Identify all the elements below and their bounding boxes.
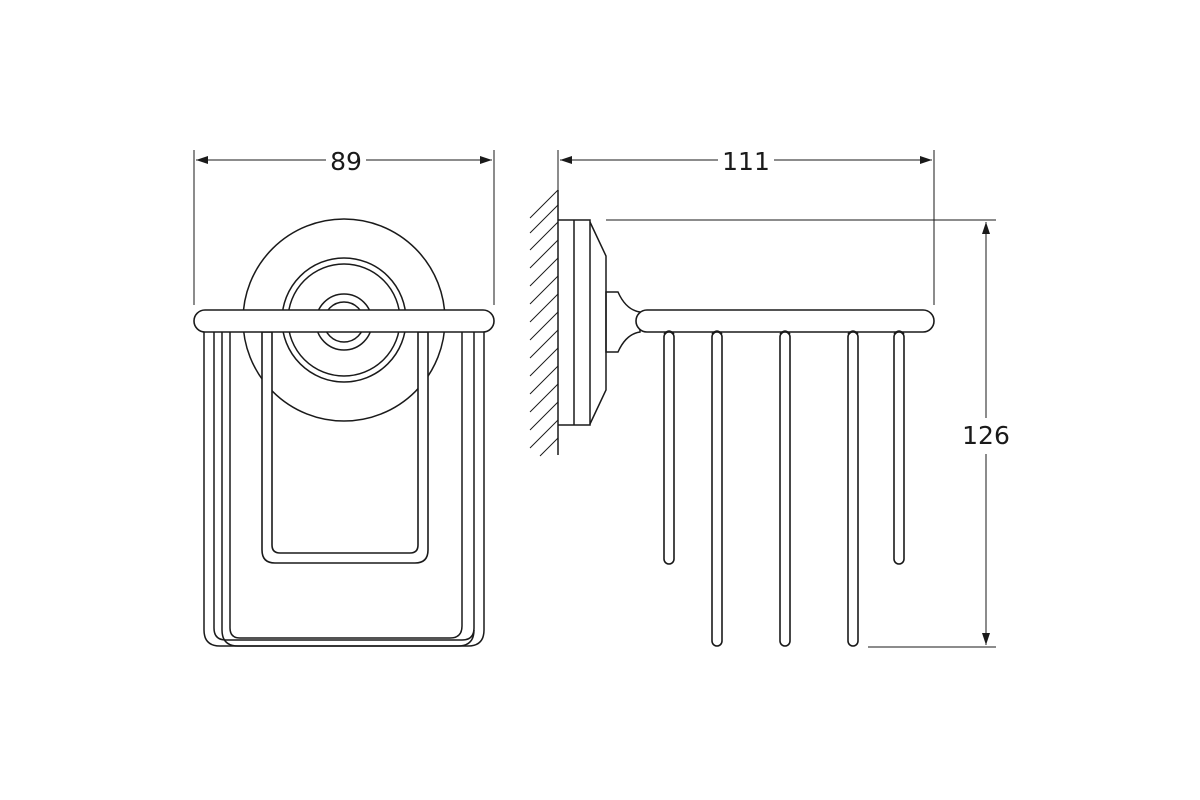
rosette-side-bevel — [589, 221, 607, 425]
front-top-rail — [193, 309, 495, 333]
side-wire-2 — [711, 331, 723, 647]
side-wire-4 — [847, 331, 859, 647]
side-wire-5 — [893, 331, 905, 565]
front-width-label: 89 — [330, 147, 362, 176]
basket-outer-wire-inner — [213, 332, 475, 641]
arm-neck — [605, 291, 641, 353]
basket-second-wire — [221, 332, 475, 647]
side-wire-1 — [663, 331, 675, 565]
side-view: 111 — [529, 147, 1010, 648]
side-wire-3 — [779, 331, 791, 647]
side-wire-caps — [663, 330, 905, 335]
wall-hatching — [529, 189, 559, 457]
side-top-rail — [635, 309, 935, 333]
inner-u-wire-outer — [261, 331, 429, 564]
side-depth-label: 111 — [722, 147, 770, 176]
height-label: 126 — [962, 421, 1010, 450]
basket-second-wire-inner — [229, 332, 463, 639]
basket-outer-wire — [203, 332, 485, 647]
front-view: 89 — [193, 147, 495, 647]
